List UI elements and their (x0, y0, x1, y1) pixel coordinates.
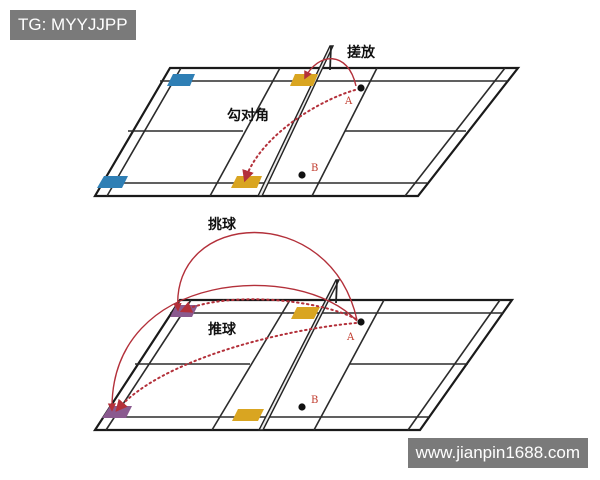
court-bottom-service-right (313, 299, 385, 431)
court-bottom-label-push: 推球 (208, 321, 237, 338)
court-bottom: A B 挑球 推球 (92, 216, 515, 432)
court-bottom-label-b: B (311, 395, 318, 406)
court-top-outline (93, 66, 521, 198)
court-bottom-lift-cross-path (107, 284, 358, 412)
court-top-label-a: A (344, 96, 353, 107)
court-top-net-shot-path (304, 58, 357, 87)
court-top-zone-blue-near (97, 176, 128, 188)
court-bottom-label-a: A (346, 332, 355, 343)
court-bottom-zone-gold-near (232, 409, 264, 421)
court-bottom-push-cross-path (115, 322, 357, 412)
court-top: A B 搓放 勾对角 (93, 44, 521, 198)
court-bottom-player-a (357, 318, 365, 326)
court-top-service-left (209, 67, 281, 197)
court-bottom-outline (92, 298, 515, 432)
court-bottom-zone-gold-far (291, 307, 320, 319)
court-top-net (256, 45, 335, 197)
court-bottom-lift-far-path (173, 231, 358, 321)
court-top-zone-blue-far (167, 74, 195, 86)
court-top-label-cross: 勾对角 (227, 107, 269, 124)
court-top-cross-path (242, 89, 356, 183)
court-bottom-player-b (298, 403, 306, 411)
court-top-label-net-shot: 搓放 (347, 44, 376, 61)
court-bottom-label-lift: 挑球 (208, 216, 237, 233)
watermark-top: TG: MYYJJPP (10, 10, 136, 40)
court-bottom-service-left (211, 299, 291, 431)
court-bottom-push-far-path (179, 298, 357, 320)
watermark-bottom: www.jianpin1688.com (407, 438, 588, 468)
court-top-player-a (357, 84, 365, 92)
court-bottom-net-post (335, 279, 338, 304)
court-top-backline-left (106, 67, 182, 197)
court-bottom-backline-right (407, 299, 501, 431)
court-top-zone-gold-near (231, 176, 262, 188)
court-top-label-b: B (311, 163, 318, 174)
court-top-backline-right (404, 67, 506, 197)
court-top-player-b (298, 171, 306, 179)
court-bottom-net (257, 279, 341, 431)
court-top-service-right (311, 67, 378, 197)
